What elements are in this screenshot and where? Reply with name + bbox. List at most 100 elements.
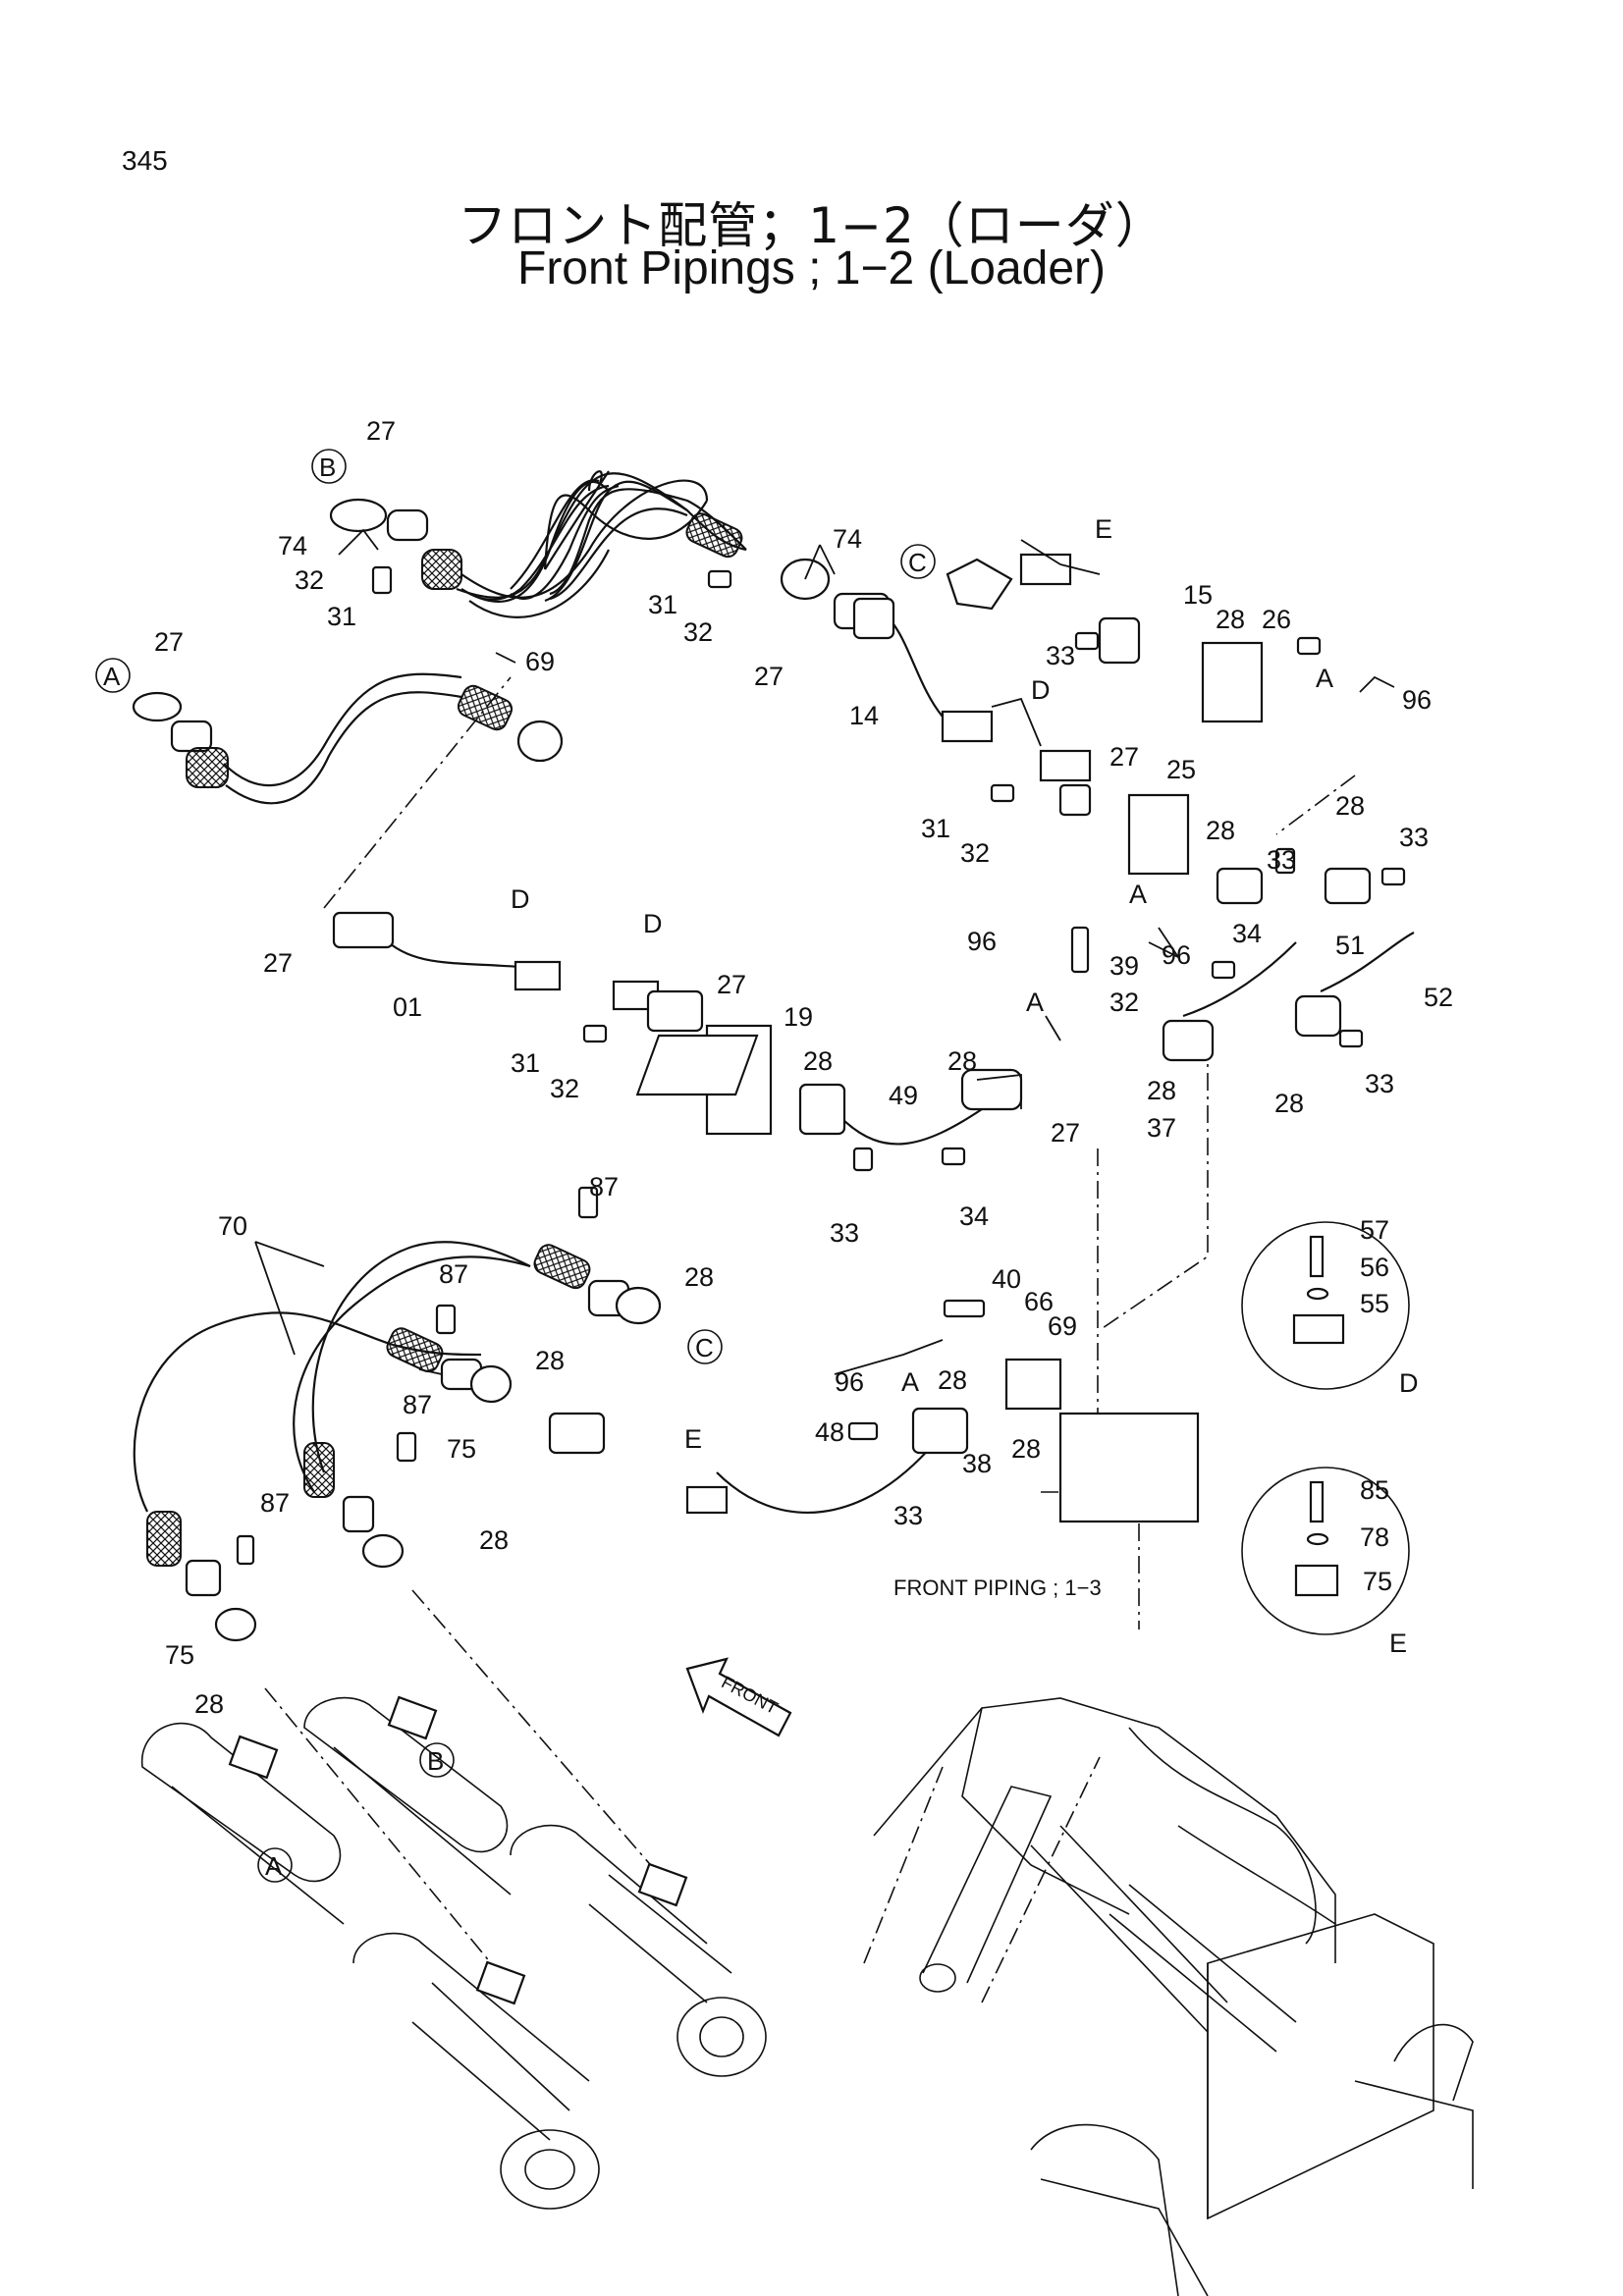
label-28: 28: [1011, 1434, 1041, 1464]
label-55: 55: [1360, 1289, 1389, 1318]
label-28: 28: [947, 1046, 977, 1076]
hose-70-a: [133, 1311, 394, 1513]
label-34: 34: [959, 1201, 989, 1231]
label-57: 57: [1360, 1215, 1389, 1245]
label-27: 27: [263, 948, 293, 978]
label-a: A: [901, 1367, 919, 1397]
label-28: 28: [535, 1346, 565, 1375]
label-96: 96: [967, 927, 997, 956]
hose-48: [716, 1432, 944, 1515]
label-49: 49: [889, 1081, 918, 1110]
callout-b-top: B: [319, 453, 336, 482]
label-78: 87: [260, 1488, 290, 1518]
label-28: 28: [684, 1262, 714, 1292]
label-48: 48: [815, 1417, 844, 1447]
hose-69-upper-run: [543, 494, 708, 570]
hose-lines: [133, 470, 1415, 1515]
label-28: 28: [479, 1525, 509, 1555]
block-37: [635, 1034, 759, 1096]
detail-e: [1241, 1467, 1410, 1635]
clamp-d-lower-1: [514, 960, 562, 991]
front-direction-arrow: FRONT: [685, 1657, 792, 1737]
label-28: 28: [803, 1046, 833, 1076]
label-56: 56: [1360, 1253, 1389, 1282]
detail-e-label: E: [1389, 1629, 1407, 1658]
label-66: 85: [1360, 1475, 1389, 1505]
label-19: 19: [784, 1002, 813, 1032]
label-e: E: [1095, 514, 1112, 544]
label-31: 31: [648, 590, 677, 619]
hose-51: [1182, 941, 1297, 1018]
label-32: 32: [295, 565, 324, 595]
label-32: 32: [960, 838, 990, 868]
clamp-d-upper: [941, 710, 994, 743]
label-28: 28: [1335, 791, 1365, 821]
label-74: 74: [278, 531, 307, 561]
callout-a-left: A: [103, 662, 121, 691]
title-japanese: フロント配管；1−2（ローダ）: [458, 197, 1165, 254]
hose-01: [382, 936, 521, 969]
label-31: 31: [511, 1048, 540, 1078]
flange-74-upper: [329, 498, 388, 533]
label-28: 28: [1206, 816, 1235, 845]
label-40: 40: [992, 1264, 1021, 1294]
label-33: 33: [893, 1501, 923, 1530]
callout-b-cylinder: B: [427, 1746, 444, 1776]
label-31: 31: [327, 602, 356, 631]
label-65: 78: [1360, 1522, 1389, 1552]
label-27: 27: [754, 662, 784, 691]
hose-70-b: [293, 1255, 531, 1493]
label-75: 75: [165, 1640, 194, 1670]
callout-a-cylinder: A: [265, 1851, 283, 1881]
detail-d-label: D: [1399, 1368, 1419, 1398]
label-37: 37: [1147, 1113, 1176, 1143]
block-25: [1127, 793, 1190, 876]
label-78: 87: [439, 1259, 468, 1289]
label-a: A: [1129, 880, 1147, 909]
valve-block-front-piping-1-3: [1058, 1412, 1200, 1523]
label-28: 28: [938, 1365, 967, 1395]
label-32: 32: [1109, 988, 1139, 1017]
label-14: 14: [849, 701, 879, 730]
label-28: 28: [1216, 605, 1245, 634]
block-26: [1201, 641, 1264, 723]
label-33: 33: [1267, 845, 1296, 875]
label-e: E: [684, 1424, 702, 1454]
label-39: 39: [1109, 951, 1139, 981]
hydraulic-cylinders: [141, 1695, 767, 2210]
hose-49: [841, 1108, 983, 1146]
label-d: D: [1031, 675, 1051, 705]
label-85: 66: [1024, 1287, 1054, 1316]
label-33: 33: [1399, 823, 1429, 852]
label-78: 87: [403, 1390, 432, 1419]
label-64: 75: [1363, 1567, 1392, 1596]
label-96: 96: [1162, 940, 1191, 970]
label-27: 27: [1051, 1118, 1080, 1148]
label-27: 27: [717, 970, 746, 999]
flange-a-side: [132, 691, 183, 722]
label-33: 33: [830, 1218, 859, 1248]
label-a: A: [1026, 988, 1044, 1017]
label-25: 25: [1166, 755, 1196, 784]
label-70: 70: [218, 1211, 247, 1241]
label-28: 28: [194, 1689, 224, 1719]
label-33: 33: [1365, 1069, 1394, 1098]
label-28: 28: [1147, 1076, 1176, 1105]
label-96: 96: [835, 1367, 864, 1397]
page-number: 345: [122, 145, 168, 176]
label-32: 32: [550, 1074, 579, 1103]
label-d: D: [511, 884, 530, 914]
label-34: 34: [1232, 919, 1262, 948]
label-01: 01: [393, 992, 422, 1022]
callout-markers: B A C C B A: [95, 449, 936, 1883]
clamp-e: [685, 1485, 729, 1515]
label-96: 96: [1402, 685, 1432, 715]
label-33: 33: [1046, 641, 1075, 670]
label-51: 51: [1335, 931, 1365, 960]
callout-c-lower: C: [695, 1333, 714, 1362]
label-69: 69: [525, 647, 555, 676]
label-78: 87: [589, 1172, 619, 1201]
label-32: 32: [683, 617, 713, 647]
